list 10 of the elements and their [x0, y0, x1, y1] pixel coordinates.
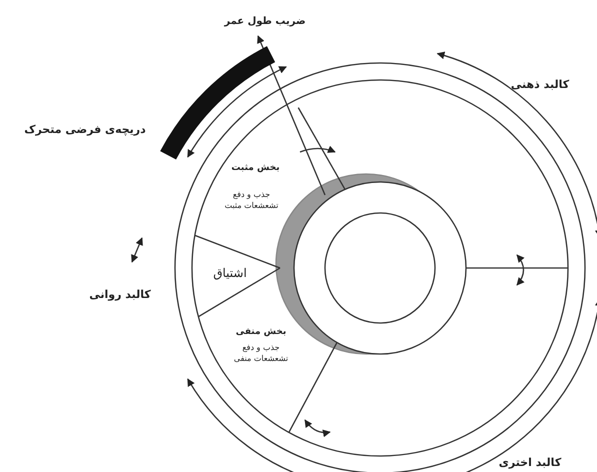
diagram-label: کالبد ذهنی: [510, 77, 570, 93]
diagram-label: جذب و دفع تشعشعات منفی: [232, 342, 290, 364]
diagram-label: بخش منفی: [234, 326, 288, 339]
diagram-label: کالبد اختری: [498, 455, 562, 471]
diagram-label: بخش مثبت: [230, 162, 281, 175]
diagram-label: جذب و دفع تشعشعات مثبت: [224, 189, 279, 211]
diagram-label: دریچه‌ی فرضی متحرک: [23, 122, 147, 138]
diagram-label: اشتیاق: [212, 265, 248, 282]
diagram-label: ضریب طول عمر: [223, 15, 307, 29]
diagram-label: کالبد روانی: [88, 287, 152, 303]
